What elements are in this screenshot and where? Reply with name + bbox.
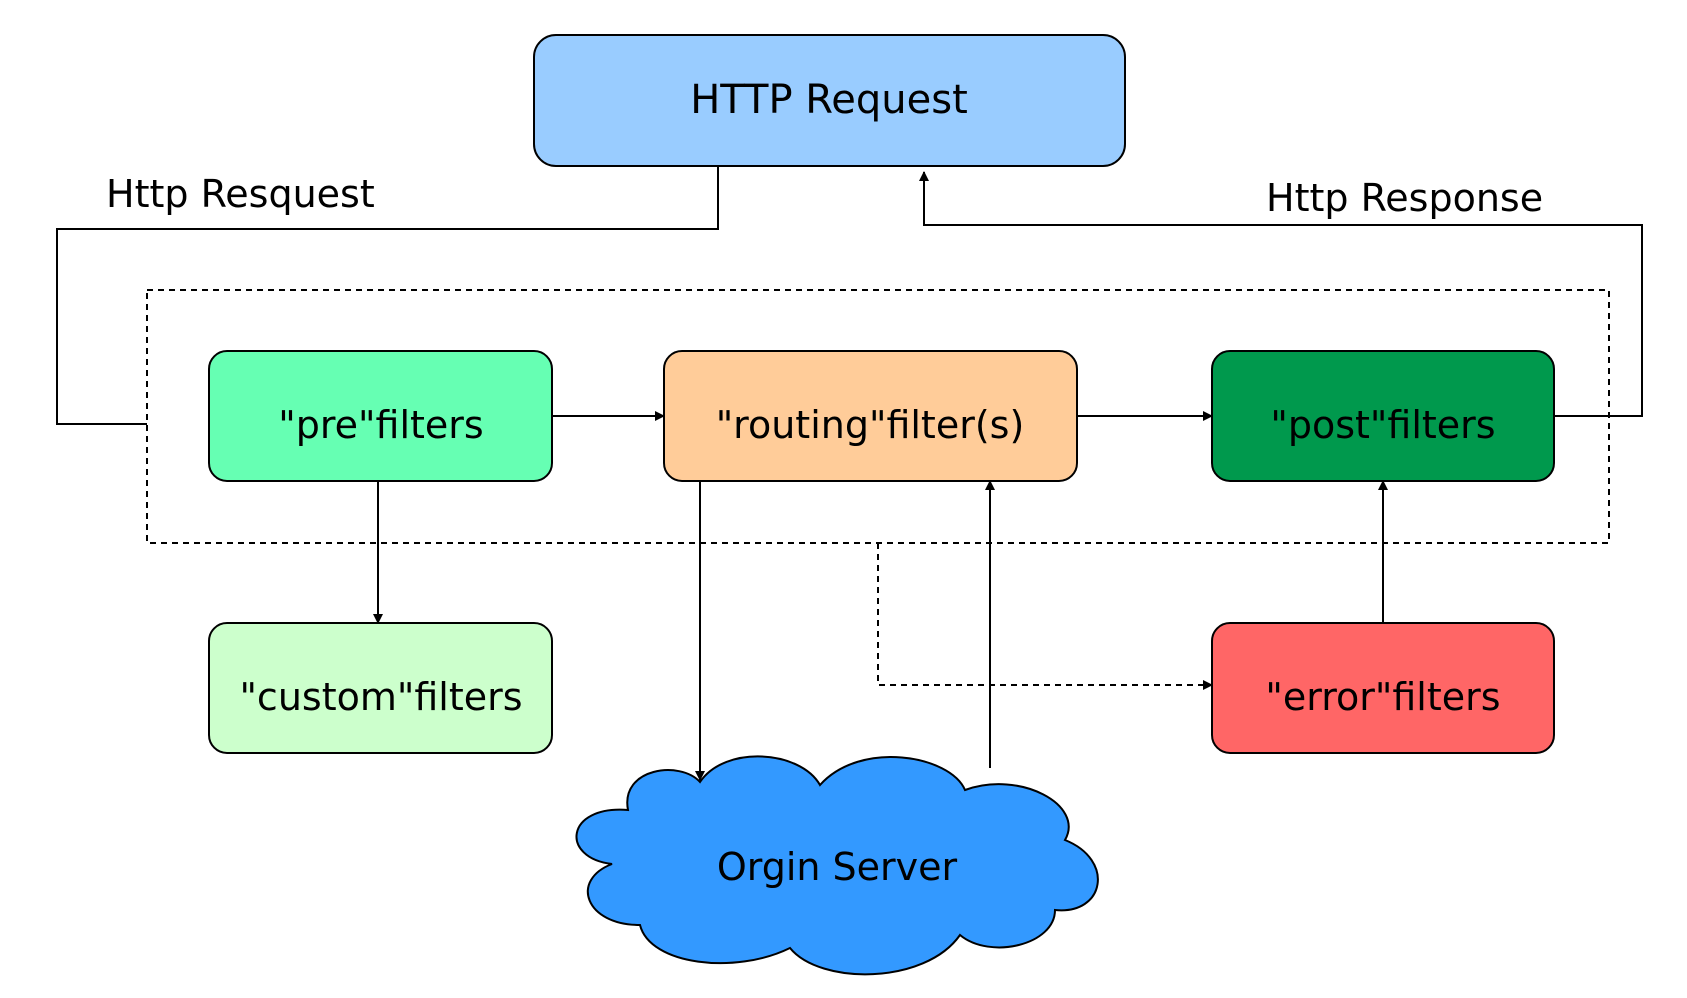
custom-filters-node: "custom"filters [208,622,553,754]
routing-filters-node: "routing"filter(s) [663,350,1078,482]
routing-filters-label: "routing"filter(s) [716,403,1025,447]
edge-container-to-error [877,543,1213,690]
error-filters-node: "error"filters [1211,622,1555,754]
origin-server-node: Orgin Server [575,755,1099,976]
post-filters-label: "post"filters [1270,403,1495,447]
response-edge [919,171,1643,417]
origin-server-label: Orgin Server [717,845,958,889]
http-request-box [533,34,1126,167]
response-edge-label: Http Response [1266,176,1543,220]
request-edge-label: Http Resquest [106,172,375,216]
pre-filters-node: "pre"filters [208,350,553,482]
error-filters-label: "error"filters [1265,675,1500,719]
http-request-node: HTTP Request [533,34,1126,167]
request-edge [56,166,719,425]
http-request-label: HTTP Request [690,77,968,123]
custom-filters-label: "custom"filters [239,675,522,719]
post-filters-node: "post"filters [1211,350,1555,482]
pre-filters-label: "pre"filters [278,403,483,447]
origin-server-cloud [575,755,1099,976]
